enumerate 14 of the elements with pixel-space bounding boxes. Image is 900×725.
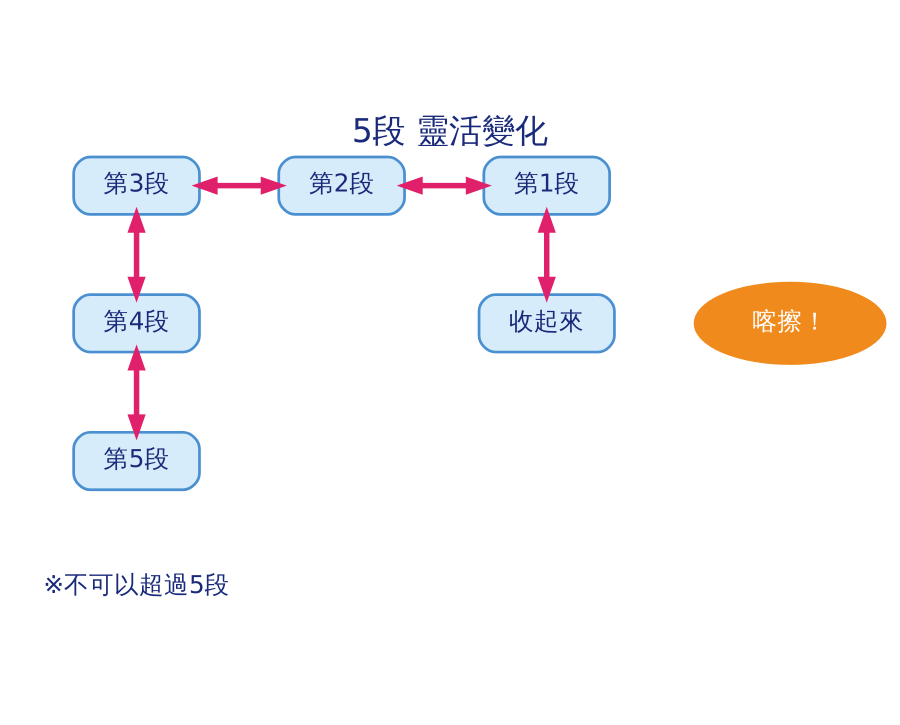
arrow: [127, 206, 146, 302]
arrow: [192, 176, 287, 194]
node-box: 第2段: [277, 155, 406, 216]
arrow: [396, 176, 492, 194]
node-box: 第3段: [72, 155, 201, 216]
diagram-title: 5段 靈活變化: [352, 112, 548, 150]
arrow: [127, 344, 146, 440]
node-box: 第4段: [72, 292, 201, 353]
node-box: 第5段: [72, 430, 201, 491]
node-box: 收起來: [478, 292, 616, 353]
node-ellipse: 喀擦！: [694, 281, 886, 364]
node-box: 第1段: [482, 155, 611, 216]
caption: ※不可以超過5段: [43, 569, 230, 598]
arrow: [538, 206, 556, 302]
